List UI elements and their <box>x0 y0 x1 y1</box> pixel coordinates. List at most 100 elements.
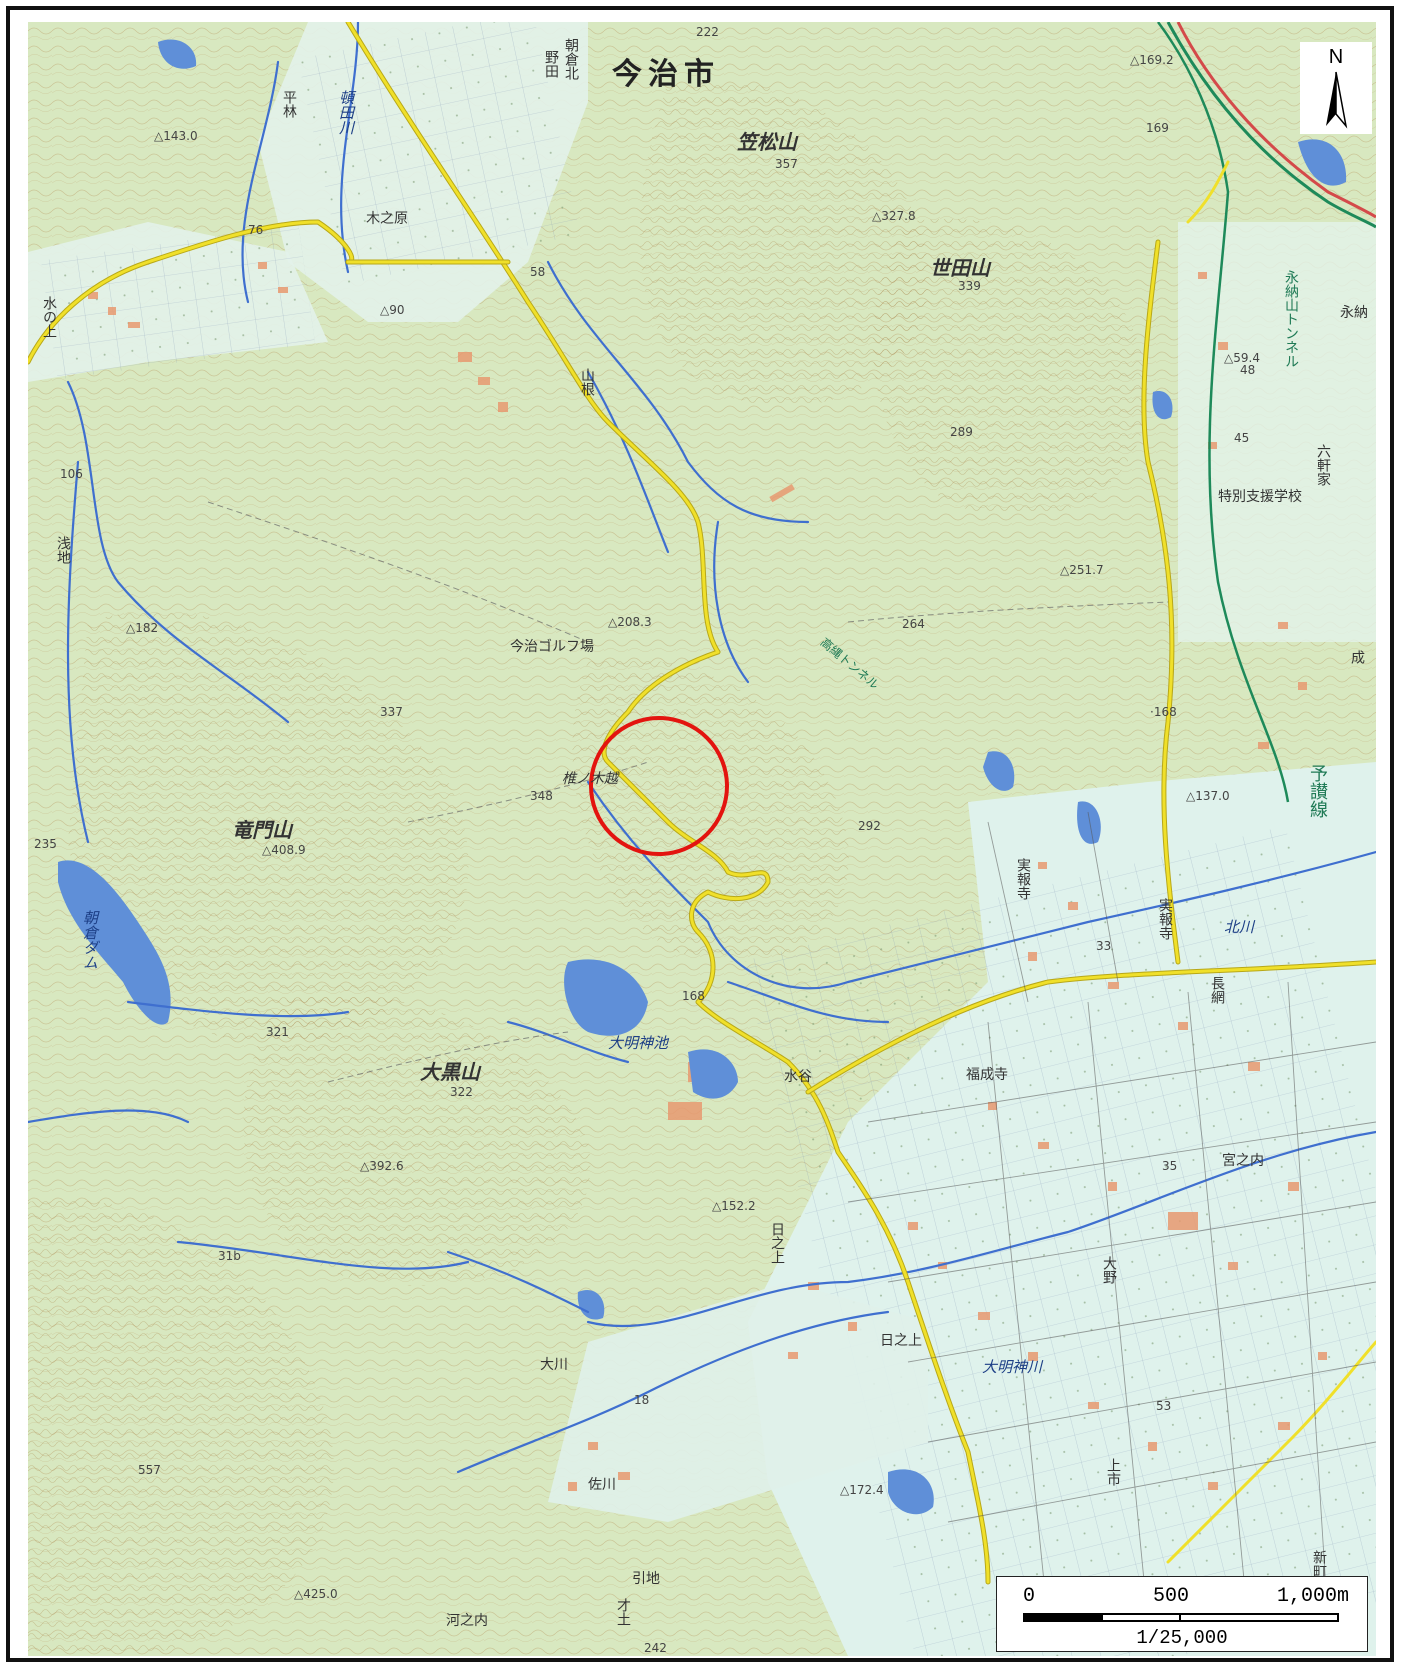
place-mizunoue: 水の上 <box>41 296 57 338</box>
place-hinoue-south: 日之上 <box>880 1333 922 1349</box>
railway-shinkansen-green <box>1166 22 1376 229</box>
scale-ratio: 1/25,000 <box>1136 1627 1228 1649</box>
rivers <box>28 22 1376 1474</box>
elev-label: 35 <box>1162 1159 1178 1173</box>
place-hikiji: 引地 <box>632 1571 660 1587</box>
hill-okuro <box>243 994 591 1286</box>
elev-label: 48 <box>1240 363 1256 377</box>
elev-label: 58 <box>530 265 546 279</box>
elev-label: △425.0 <box>294 1587 338 1601</box>
plain-valley <box>548 1282 928 1522</box>
place-kawanouchi: 河之内 <box>446 1613 488 1629</box>
minor-roads <box>847 811 1376 1623</box>
water-daimyojin-ike: 大明神池 <box>608 1034 669 1052</box>
scale-bar: 0 500 1,000m 1/25,000 <box>996 1576 1368 1652</box>
place-yamane: 山根 <box>579 368 595 396</box>
elev-label: △59.4 <box>1224 351 1260 365</box>
elev-label: 31b <box>218 1249 241 1263</box>
plain-northeast <box>1178 222 1376 642</box>
place-shinmachi: 新町 <box>1311 1550 1327 1578</box>
hill-kasamatsu <box>639 78 929 406</box>
scale-segment-white-2 <box>1179 1613 1339 1622</box>
elev-label: 106 <box>60 467 83 481</box>
elev-ryumon: △408.9 <box>262 843 306 857</box>
pond-east <box>983 751 1015 791</box>
hill-south <box>28 1199 334 1656</box>
place-asakura-kita: 朝倉北 <box>563 38 579 80</box>
highlight-circle <box>589 716 729 856</box>
scale-segment-white <box>1101 1613 1181 1622</box>
plain-west-fields <box>40 224 316 380</box>
elev-label: 348 <box>530 789 553 803</box>
elev-label: 76 <box>248 223 264 237</box>
place-golf: 今治ゴルフ場 <box>510 639 594 655</box>
pond-mizutani <box>688 1049 738 1099</box>
elev-kasamatsu: 357 <box>775 157 798 171</box>
elev-label: 321 <box>266 1025 289 1039</box>
elev-label: △392.6 <box>360 1159 404 1173</box>
scale-segment-black <box>1023 1613 1103 1622</box>
elev-label: 292 <box>858 819 881 833</box>
place-saido: 才土 <box>615 1598 631 1626</box>
railway-shinkansen-red <box>1176 22 1376 219</box>
hill-center <box>572 658 849 962</box>
place-sanetsuna-east: 実報寺 <box>1157 898 1173 940</box>
forest-paths <box>207 501 1169 1083</box>
elev-label: ·168 <box>1150 705 1177 719</box>
place-fukujouji: 福成寺 <box>966 1067 1008 1083</box>
elev-label: △169.2 <box>1130 53 1174 67</box>
hill-seta <box>873 218 1148 518</box>
place-tokubetsu: 特別支援学校 <box>1218 489 1302 505</box>
place-narizumi: 成 <box>1349 650 1365 664</box>
water-kitagawa: 北川 <box>1224 918 1255 936</box>
scale-tick-zero: 0 <box>1023 1585 1036 1608</box>
place-miyanouchi: 宮之内 <box>1222 1153 1264 1169</box>
place-sagawa: 佐川 <box>588 1477 616 1493</box>
mountain-label-kasamatsu: 笠松山 <box>737 130 797 154</box>
elev-label: △90 <box>380 303 405 317</box>
elev-label: 264 <box>902 617 925 631</box>
rail-label-yosan: 予讃線 <box>1307 764 1328 818</box>
elev-label: △251.7 <box>1060 563 1104 577</box>
elev-label: 33 <box>1096 939 1112 953</box>
pond-gawa <box>1077 801 1101 844</box>
topographic-map[interactable] <box>28 22 1376 1656</box>
place-asaji: 浅地 <box>55 536 71 564</box>
roads <box>28 22 1376 1585</box>
pond-south <box>888 1469 934 1515</box>
place-shiinokigoe: 椎ノ木越 <box>562 771 618 787</box>
elev-label: 53 <box>1156 1399 1172 1413</box>
place-ono: 大野 <box>1101 1256 1117 1284</box>
mountain-label-ryumon: 竜門山 <box>232 818 292 842</box>
place-hinoue-north: 日之上 <box>769 1222 785 1264</box>
north-label: N <box>1328 46 1344 68</box>
place-noda: 野田 <box>543 50 559 78</box>
railway-yosan <box>1156 22 1290 803</box>
elev-label: 337 <box>380 705 403 719</box>
elev-label: △208.3 <box>608 615 652 629</box>
water-daimyojin-gawa: 大明神川 <box>982 1358 1043 1376</box>
elev-label: 222 <box>696 25 719 39</box>
place-hirabayashi: 平林 <box>281 90 297 118</box>
elev-label: △152.2 <box>712 1199 756 1213</box>
hill-ryumon <box>68 611 469 1045</box>
elev-label: △327.8 <box>872 209 916 223</box>
plain-north-fields <box>297 22 581 285</box>
asakura-dam-lake <box>58 860 171 1025</box>
scale-tick-500: 500 <box>1153 1585 1190 1608</box>
mountain-label-seta: 世田山 <box>930 256 990 280</box>
north-arrow: N <box>1300 42 1372 134</box>
water-asakura-dam: 朝倉ダム <box>81 910 99 970</box>
elev-label: 45 <box>1234 431 1250 445</box>
elev-label: 557 <box>138 1463 161 1477</box>
place-nagatsuna: 長網 <box>1209 976 1225 1004</box>
north-arrow-icon <box>1326 71 1348 129</box>
elev-label: 168 <box>682 989 705 1003</box>
elev-label: △137.0 <box>1186 789 1230 803</box>
elev-label: 242 <box>644 1641 667 1655</box>
pond-ne-corner <box>1298 139 1347 186</box>
place-konoshobara: 木之原 <box>366 211 408 227</box>
pond-northeast <box>1152 391 1173 420</box>
elev-seta: 339 <box>958 279 981 293</box>
elev-label: △143.0 <box>154 129 198 143</box>
